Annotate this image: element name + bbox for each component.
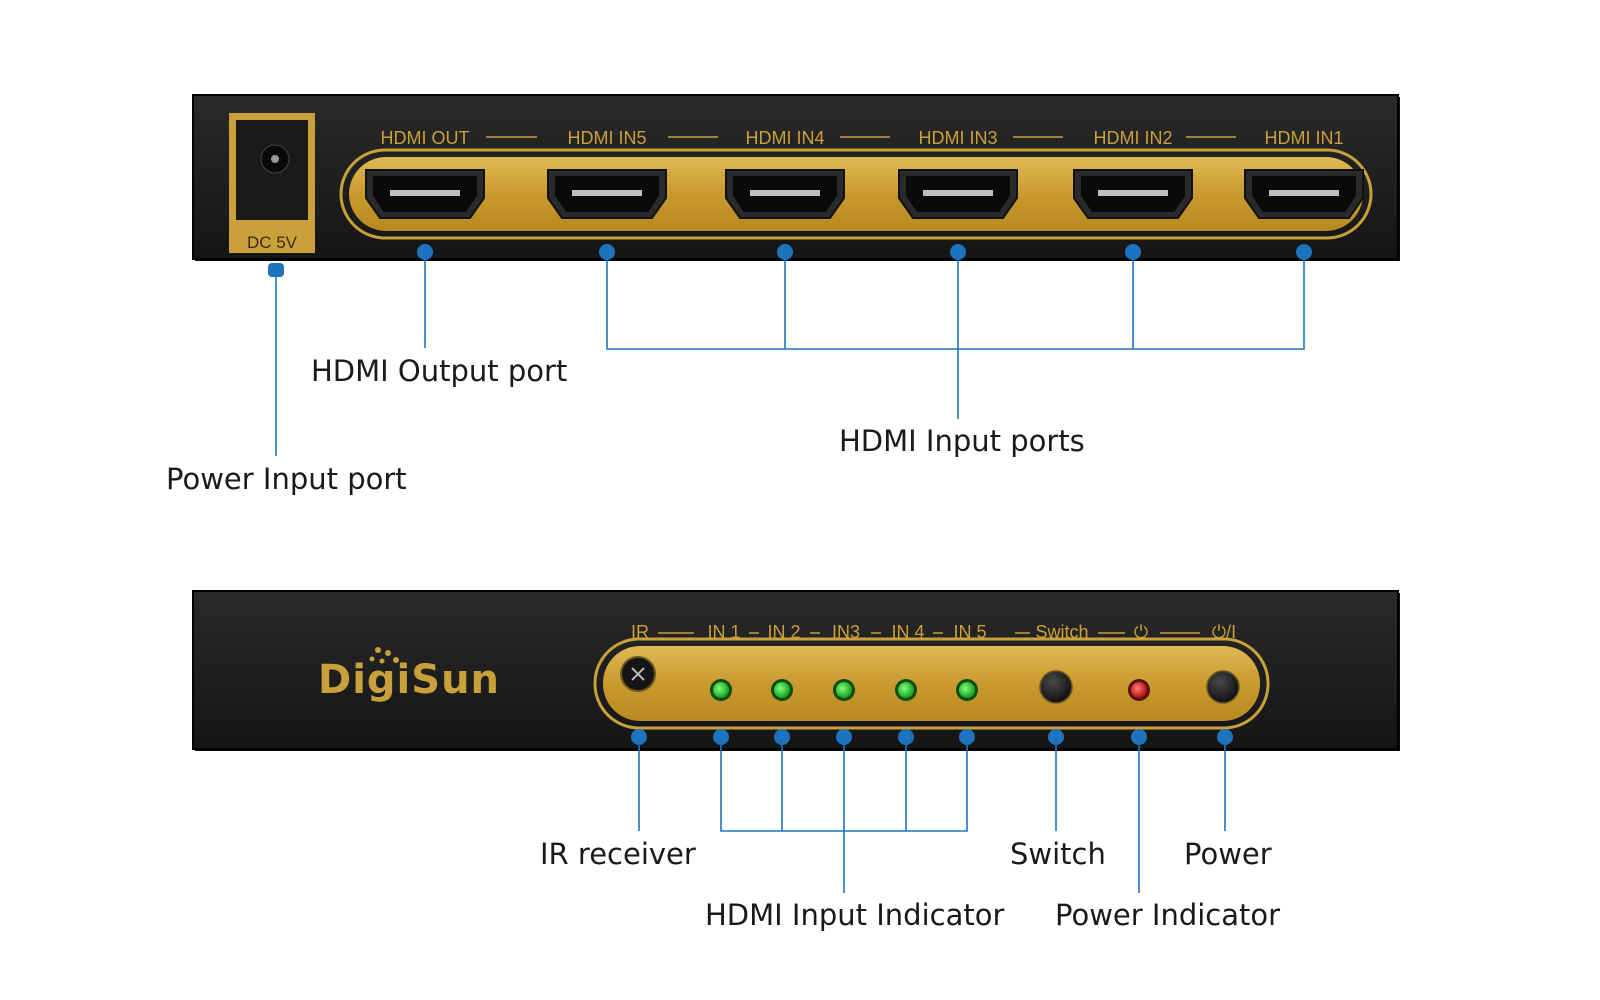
ir-receiver-window — [620, 656, 656, 692]
input-indicator-led-4 — [895, 679, 917, 701]
port-label-2: HDMI IN4 — [745, 128, 824, 148]
front-label-1: IN 1 — [707, 622, 740, 642]
power-indicator-led — [1128, 679, 1150, 701]
dc-power-jack[interactable]: DC 5V — [229, 113, 315, 253]
front-label-6: Switch — [1035, 622, 1088, 642]
leader-dots — [268, 244, 1312, 745]
callout-power: Power — [1184, 837, 1272, 871]
callout-switch: Switch — [1010, 837, 1106, 871]
input-indicator-led-3 — [833, 679, 855, 701]
hdmi-input-port[interactable] — [898, 169, 1018, 219]
hdmi-input-port[interactable] — [547, 169, 667, 219]
front-label-5: IN 5 — [953, 622, 986, 642]
front-label-2: IN 2 — [767, 622, 800, 642]
logo-icon — [369, 647, 399, 664]
callout-ir-receiver: IR receiver — [540, 837, 696, 871]
callout-hdmi-input-ports: HDMI Input ports — [839, 424, 1085, 458]
input-indicator-led-1 — [710, 679, 732, 701]
port-label-5: HDMI IN1 — [1264, 128, 1343, 148]
port-label-3: HDMI IN3 — [918, 128, 997, 148]
rear-panel: DC 5V HDMI OUT HDMI IN5 HDMI IN4 HDMI IN3 HD… — [192, 94, 1400, 261]
power-button[interactable] — [1206, 670, 1240, 704]
callout-power-indicator: Power Indicator — [1055, 898, 1281, 932]
port-label-1: HDMI IN5 — [567, 128, 646, 148]
front-label-7: ⏻ — [1134, 622, 1148, 642]
leader-lines — [275, 252, 1305, 893]
callout-hdmi-input-indicator: HDMI Input Indicator — [705, 898, 1005, 932]
brand-logo: DigiSun — [318, 657, 501, 703]
hdmi-output-port[interactable] — [365, 169, 485, 219]
port-label-0: HDMI OUT — [381, 128, 470, 148]
hdmi-input-port[interactable] — [1244, 169, 1364, 219]
switch-button[interactable] — [1039, 670, 1073, 704]
front-label-8: ⏻/I — [1212, 622, 1236, 642]
input-indicator-led-5 — [956, 679, 978, 701]
hdmi-input-port[interactable] — [725, 169, 845, 219]
front-label-0: IR — [631, 622, 649, 642]
port-label-4: HDMI IN2 — [1093, 128, 1172, 148]
front-label-3: IN3 — [832, 622, 860, 642]
front-panel: IR IN 1 IN 2 IN3 IN 4 IN 5 Switch ⏻ ⏻/I — [192, 590, 1400, 751]
dc-label: DC 5V — [247, 233, 298, 252]
input-indicator-led-2 — [771, 679, 793, 701]
front-label-4: IN 4 — [891, 622, 924, 642]
callout-hdmi-output-port: HDMI Output port — [311, 354, 568, 388]
hdmi-input-port[interactable] — [1073, 169, 1193, 219]
callout-power-input-port: Power Input port — [166, 462, 407, 496]
